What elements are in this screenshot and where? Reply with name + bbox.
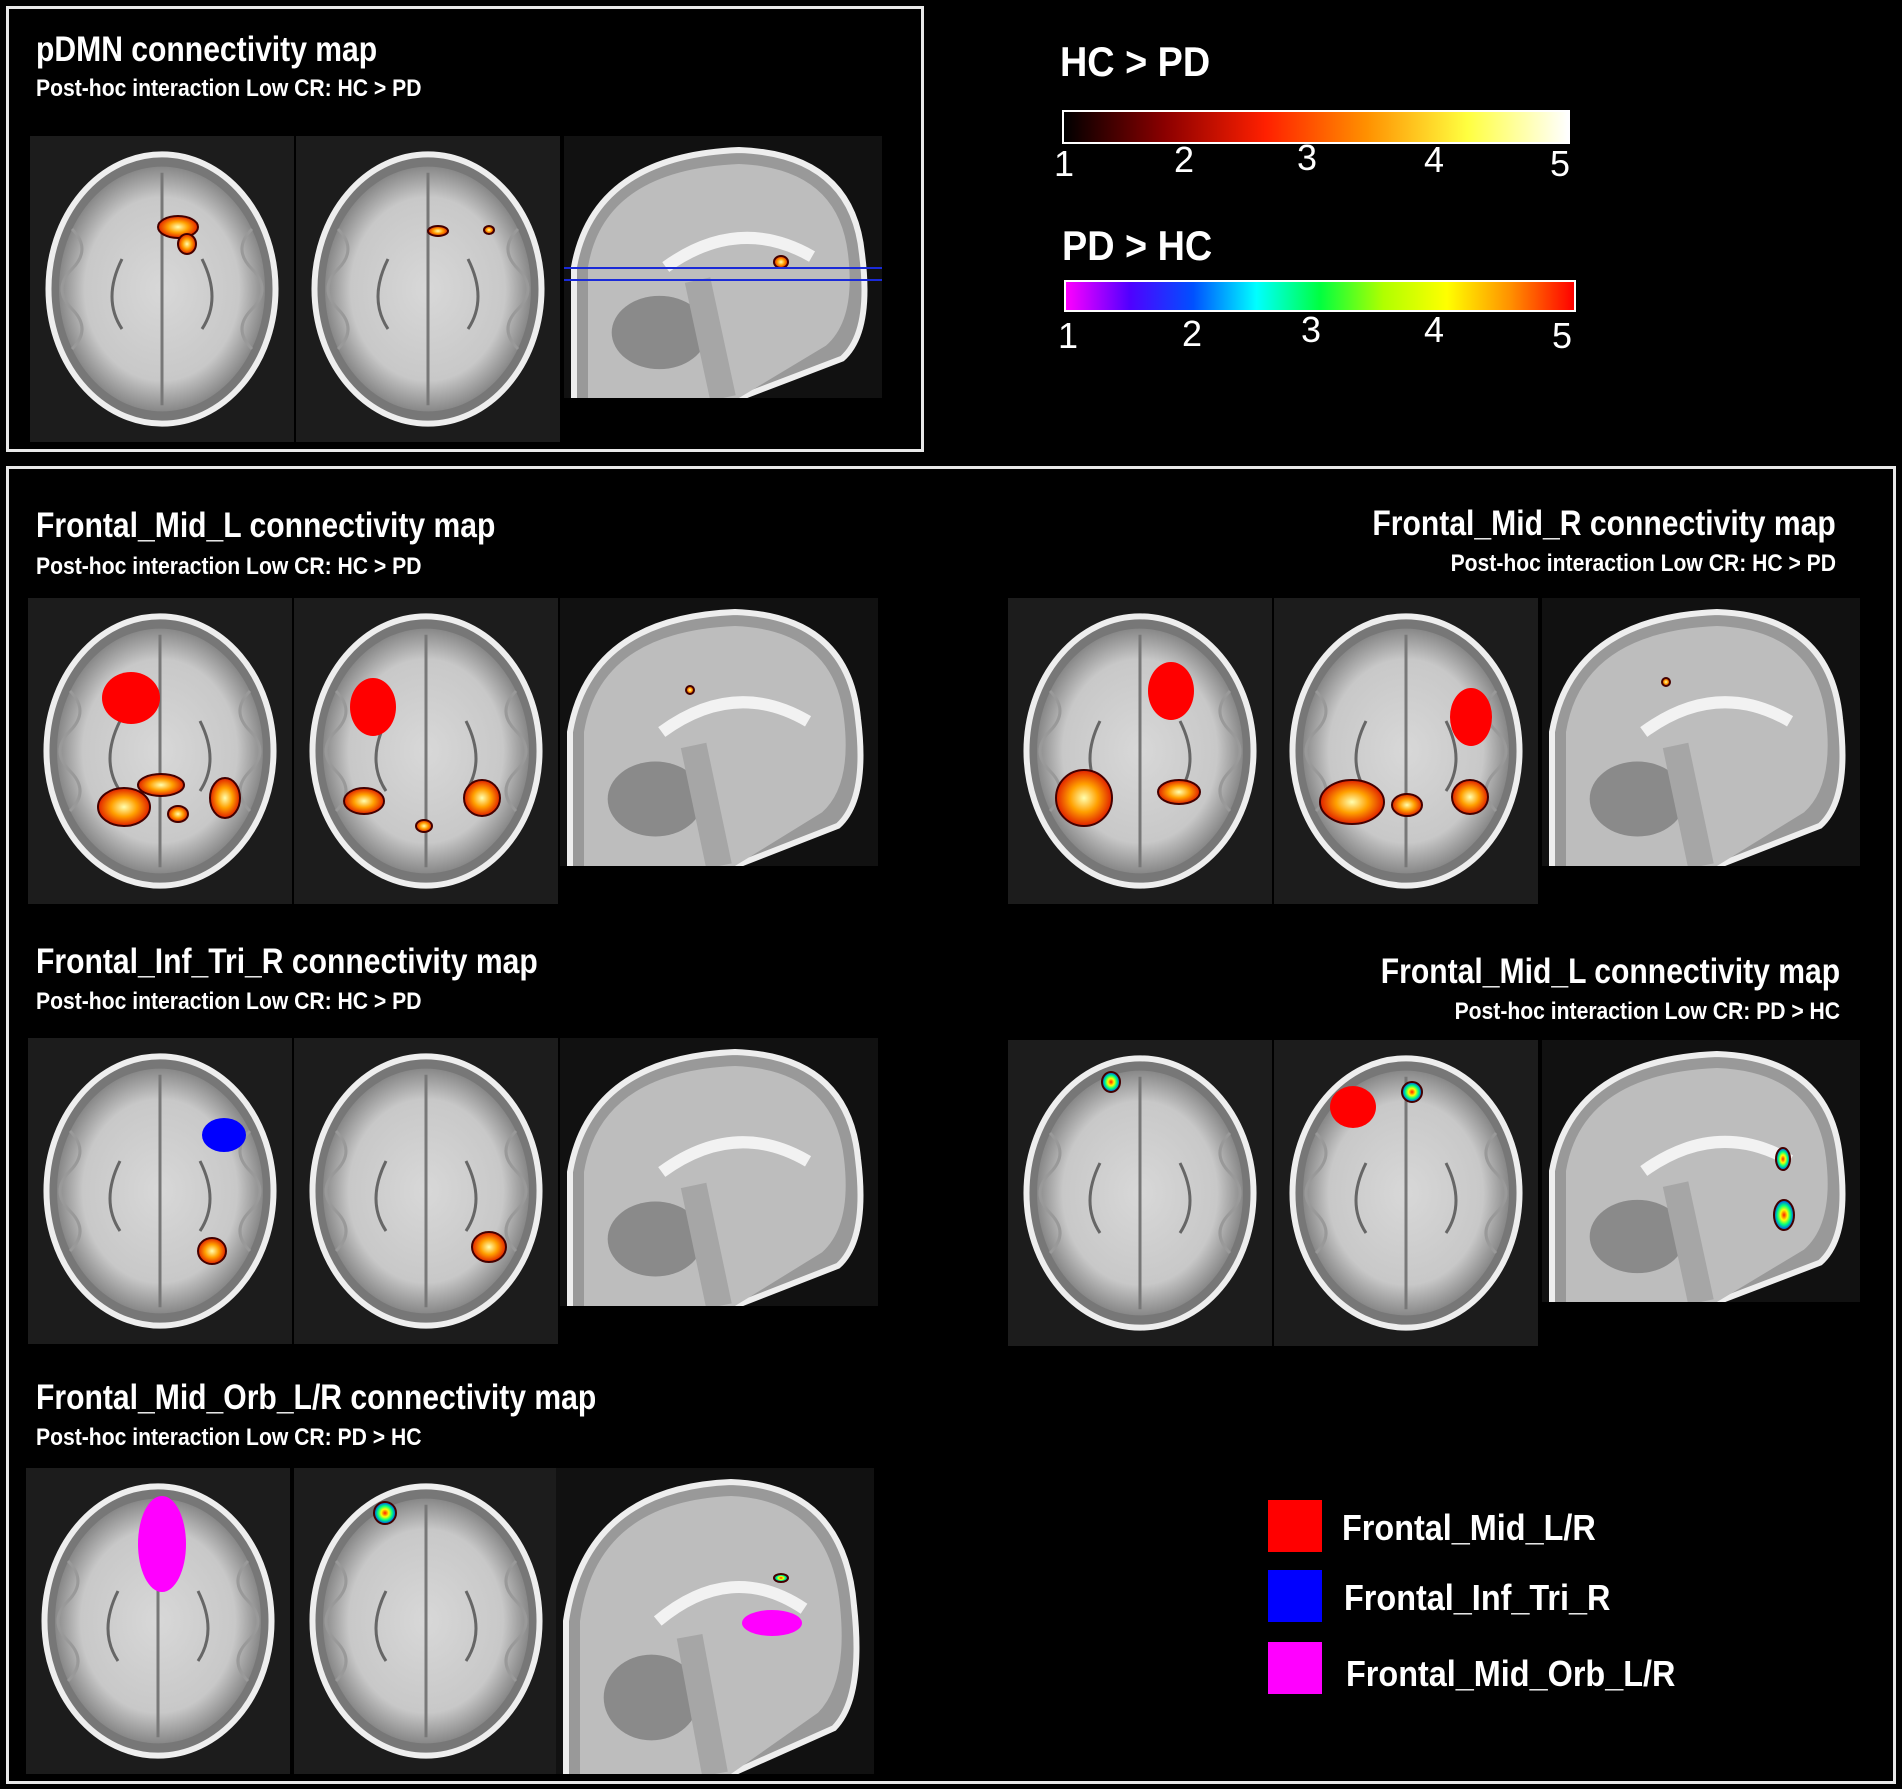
pdmn-subtitle: Post-hoc interaction Low CR: HC > PD	[36, 75, 422, 102]
colorbar-tick: 4	[1423, 309, 1445, 350]
legend-swatch-frontal-inf-tri	[1268, 1570, 1322, 1622]
colorbar-tick: 1	[1053, 143, 1075, 184]
brain-sagittal-slice	[560, 1038, 878, 1306]
brain-axial-slice	[294, 598, 558, 904]
legend-swatch-frontal-mid-orb	[1268, 1642, 1322, 1694]
colorbar-tick: 5	[1549, 143, 1571, 184]
brain-axial-slice	[294, 1468, 558, 1774]
legend-label-frontal-mid: Frontal_Mid_L/R	[1342, 1507, 1596, 1548]
brain-axial-slice	[1008, 1040, 1272, 1346]
pdmn-section-frame	[6, 6, 924, 452]
frontal-mid-r-subtitle: Post-hoc interaction Low CR: HC > PD	[1450, 550, 1836, 577]
brain-axial-slice	[26, 1468, 290, 1774]
frontal-inf-tri-r-subtitle: Post-hoc interaction Low CR: HC > PD	[36, 988, 422, 1015]
brain-sagittal-slice	[1542, 598, 1860, 866]
brain-sagittal-slice	[564, 136, 882, 398]
brain-axial-slice	[1274, 1040, 1538, 1346]
frontal-mid-orb-title: Frontal_Mid_Orb_L/R connectivity map	[36, 1378, 597, 1417]
colorbar-tick: 1	[1057, 315, 1079, 356]
pdmn-title: pDMN connectivity map	[36, 30, 378, 69]
brain-axial-slice	[294, 1038, 558, 1344]
brain-axial-slice	[296, 136, 560, 442]
brain-axial-slice	[1274, 598, 1538, 904]
brain-sagittal-slice	[556, 1468, 874, 1774]
brain-axial-slice	[28, 1038, 292, 1344]
frontal-mid-r-title: Frontal_Mid_R connectivity map	[1372, 504, 1836, 543]
frontal-mid-orb-subtitle: Post-hoc interaction Low CR: PD > HC	[36, 1424, 422, 1451]
legend-label-frontal-inf-tri: Frontal_Inf_Tri_R	[1344, 1577, 1611, 1618]
frontal-mid-l-pd-subtitle: Post-hoc interaction Low CR: PD > HC	[1454, 998, 1840, 1025]
seed-maps-section-frame	[6, 466, 1896, 1784]
frontal-mid-l-pd-title: Frontal_Mid_L connectivity map	[1380, 952, 1840, 991]
colorbar-tick: 2	[1173, 139, 1195, 180]
frontal-inf-tri-r-title: Frontal_Inf_Tri_R connectivity map	[36, 942, 538, 981]
colorbar-pd-hc	[1064, 280, 1576, 312]
legend-label-frontal-mid-orb: Frontal_Mid_Orb_L/R	[1346, 1653, 1676, 1694]
colorbar-hc-pd	[1062, 110, 1570, 144]
colorbar-tick: 3	[1300, 309, 1322, 350]
colorbar-pd-hc-title: PD > HC	[1062, 222, 1213, 269]
colorbar-tick: 5	[1551, 315, 1573, 356]
colorbar-hc-pd-title: HC > PD	[1060, 38, 1211, 85]
colorbar-tick: 2	[1181, 313, 1203, 354]
legend-swatch-frontal-mid	[1268, 1500, 1322, 1552]
frontal-mid-l-subtitle: Post-hoc interaction Low CR: HC > PD	[36, 553, 422, 580]
brain-axial-slice	[1008, 598, 1272, 904]
brain-axial-slice	[30, 136, 294, 442]
frontal-mid-l-title: Frontal_Mid_L connectivity map	[36, 506, 496, 545]
brain-axial-slice	[28, 598, 292, 904]
brain-sagittal-slice	[1542, 1040, 1860, 1302]
colorbar-tick: 4	[1423, 139, 1445, 180]
brain-sagittal-slice	[560, 598, 878, 866]
colorbar-tick: 3	[1296, 137, 1318, 178]
